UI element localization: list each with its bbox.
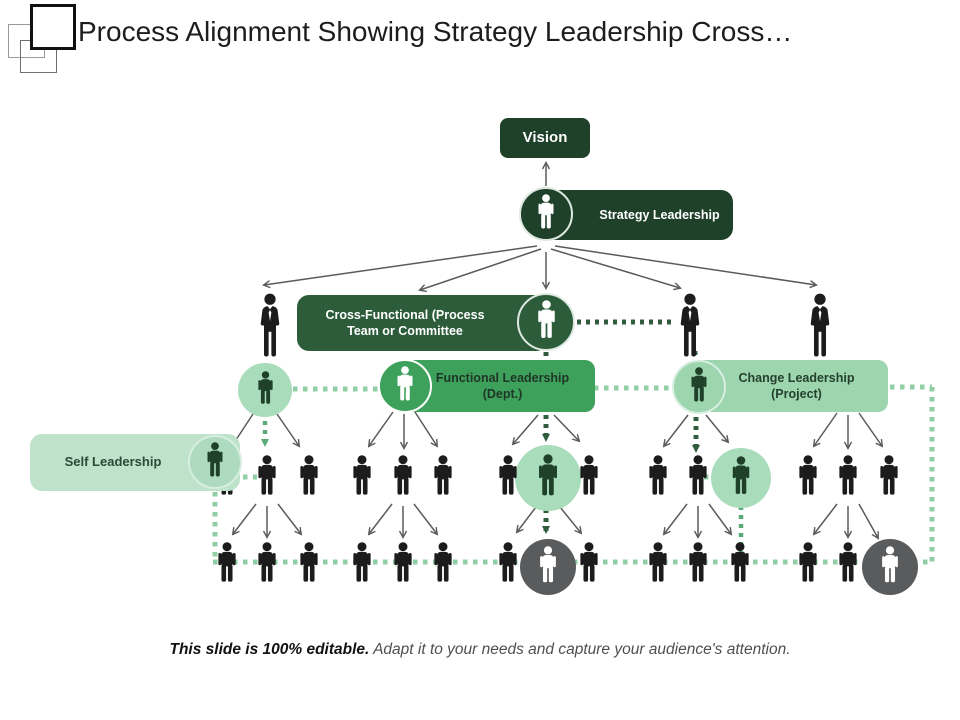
functional-label: Functional Leadership (Dept.) (436, 370, 569, 403)
strategy-label: Strategy Leadership (599, 207, 720, 222)
person-icon (839, 542, 857, 582)
person-icon (689, 542, 707, 582)
person-icon (580, 455, 598, 495)
person-icon (580, 542, 598, 582)
businessman-icon (680, 293, 700, 357)
person-icon (688, 367, 710, 407)
change-line2: (Project) (771, 387, 822, 401)
person-icon (535, 194, 557, 234)
person-icon (394, 366, 416, 406)
strategy-leadership-box: Strategy Leadership (540, 190, 733, 240)
self-label: Self Leadership (64, 454, 162, 470)
functional-line1: Functional Leadership (435, 370, 570, 385)
change-node-circle (672, 360, 726, 414)
change-line1: Change Leadership (738, 370, 855, 385)
person-icon (799, 455, 817, 495)
change-leadership-box: Change Leadership (Project) (695, 360, 888, 412)
businessman-icon (260, 293, 280, 357)
businessman-icon (810, 293, 830, 357)
person-icon (499, 455, 517, 495)
functional-line2: (Dept.) (482, 387, 523, 401)
page-title: Process Alignment Showing Strategy Leade… (78, 16, 793, 47)
vision-label: Vision (522, 129, 568, 147)
person-icon (689, 455, 707, 495)
person-icon (434, 542, 452, 582)
person-icon (839, 455, 857, 495)
cross-functional-label: Cross-Functional (Process Team or Commit… (325, 307, 484, 340)
person-icon (394, 542, 412, 582)
person-icon (353, 542, 371, 582)
person-icon (300, 542, 318, 582)
footer-caption: This slide is 100% editable. Adapt it to… (0, 641, 960, 659)
dotted-route-dark (261, 319, 744, 559)
person-icon (255, 371, 276, 409)
team-lead-node-circle (238, 363, 292, 417)
person-icon (799, 542, 817, 582)
person-icon (649, 455, 667, 495)
cross-functional-line1: Cross-Functional (Process (325, 307, 485, 322)
cross-functional-node-circle (517, 293, 575, 351)
person-icon (499, 542, 517, 582)
person-icon (535, 300, 558, 344)
person-icon (218, 542, 236, 582)
person-icon (300, 455, 318, 495)
person-icon (353, 455, 371, 495)
highlight-circles (515, 445, 918, 595)
footer-bold-text: This slide is 100% editable. (169, 641, 370, 658)
person-icon (258, 455, 276, 495)
self-node-circle (188, 435, 242, 489)
vision-box: Vision (500, 118, 590, 158)
person-icon (434, 455, 452, 495)
functional-node-circle (378, 359, 432, 413)
footer-regular-text: Adapt it to your needs and capture your … (373, 641, 791, 658)
cross-functional-line2: Team or Committee (347, 324, 463, 338)
person-icon (880, 455, 898, 495)
person-icon (258, 542, 276, 582)
person-icon (394, 455, 412, 495)
logo-square-front (30, 4, 76, 50)
connector-arrows (230, 161, 884, 540)
cross-functional-box: Cross-Functional (Process Team or Commit… (297, 295, 549, 351)
person-icon (204, 442, 226, 482)
person-icon (731, 542, 749, 582)
strategy-node-circle (519, 187, 573, 241)
change-label: Change Leadership (Project) (739, 370, 855, 403)
person-icon (649, 542, 667, 582)
